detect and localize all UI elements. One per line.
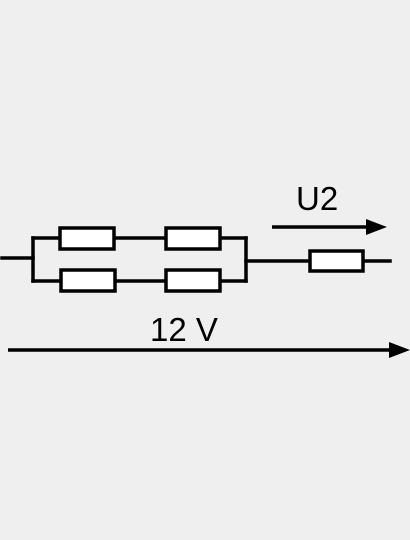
resistor-bottom-left (59, 268, 117, 293)
resistor-top-right (164, 226, 222, 251)
u2-label: U2 (296, 180, 338, 217)
resistor-series (308, 249, 365, 273)
total-voltage-label: 12 V (150, 311, 218, 348)
resistor-top-left (58, 226, 116, 251)
total-voltage-arrow-head-icon (389, 342, 410, 358)
resistor-bottom-right (164, 268, 222, 293)
u2-arrow-head-icon (366, 219, 387, 235)
